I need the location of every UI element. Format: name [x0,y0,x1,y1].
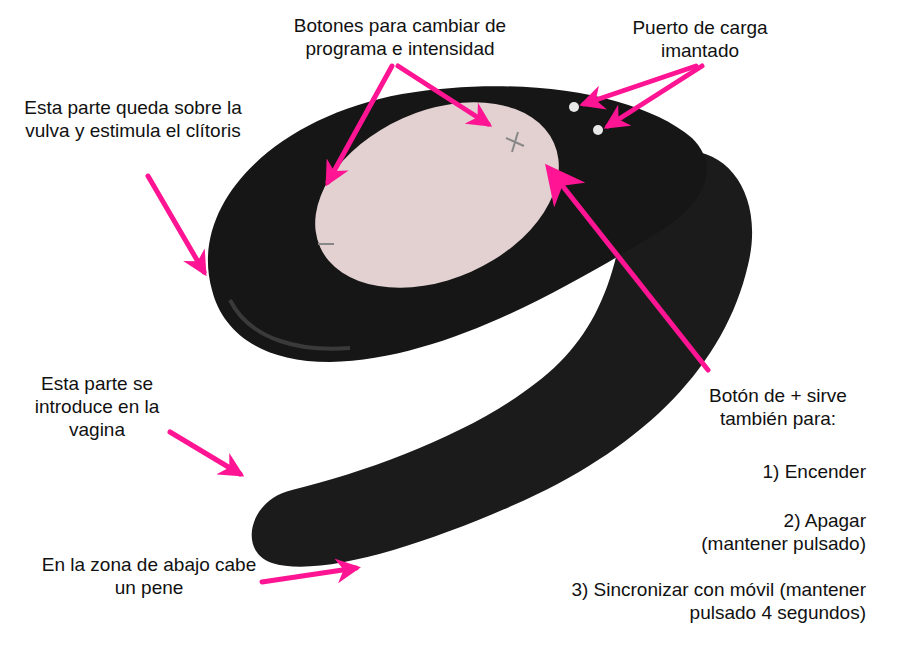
leader-arrow [584,66,696,104]
note-item: 3) Sincronizar con móvil (mantener pulsa… [566,578,866,624]
button-panel [286,66,588,324]
callout-label: En la zona de abajo cabe un pene [38,553,260,599]
note-item: 1) Encender [700,460,866,483]
callout-label: Esta parte se introduce en la vagina [22,372,172,441]
leader-arrow [398,66,488,124]
callout-label: Botones para cambiar de programa e inten… [262,14,538,60]
leader-arrow [262,568,356,582]
leader-arrow [328,66,392,182]
leader-arrow [608,66,702,126]
charge-contact [593,125,603,135]
leader-arrow [170,432,240,474]
callout-label: Puerto de carga imantado [600,16,800,62]
plus-symbol [512,132,518,152]
minus-symbol [318,243,334,245]
lobe-highlight [230,300,350,349]
note-item: 2) Apagar (mantener pulsado) [696,509,866,555]
note-heading: Botón de + sirve también para: [690,384,866,430]
charge-contact [569,102,579,112]
leader-arrow [550,170,708,370]
callout-label: Esta parte queda sobre la vulva y estimu… [8,96,258,142]
leader-arrow [148,176,204,272]
